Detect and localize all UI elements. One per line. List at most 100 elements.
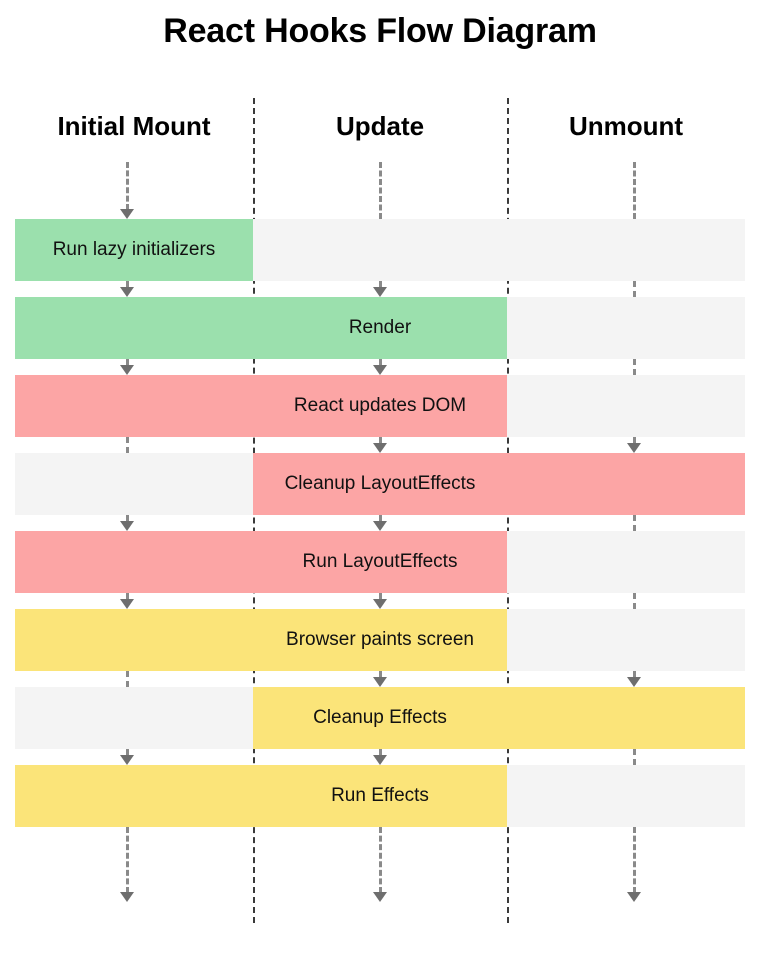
band-row: Browser paints screen bbox=[15, 609, 745, 671]
arrow-head-icon bbox=[120, 287, 134, 297]
band-segment-initial-mount-inactive bbox=[15, 687, 253, 749]
arrow-stem bbox=[633, 671, 636, 678]
band-segment-unmount-inactive bbox=[507, 765, 745, 827]
arrow-stem bbox=[126, 359, 129, 366]
arrow-stem bbox=[126, 437, 129, 453]
arrow-enter-update bbox=[373, 162, 387, 219]
arrow-exit-update bbox=[373, 827, 387, 902]
band-segment-update-active bbox=[253, 297, 507, 359]
arrow-head-icon bbox=[373, 287, 387, 297]
arrow-gap-update-1 bbox=[373, 281, 387, 297]
arrow-gap-unmount-6 bbox=[627, 671, 641, 687]
band-segment-initial-mount-active bbox=[15, 765, 253, 827]
arrow-exit-initial-mount bbox=[120, 827, 134, 902]
band-segment-update-active bbox=[253, 375, 507, 437]
page-title: React Hooks Flow Diagram bbox=[163, 12, 597, 50]
arrow-head-icon bbox=[373, 892, 387, 902]
column-header-unmount: Unmount bbox=[568, 111, 684, 141]
arrow-gap-initial-mount-6 bbox=[120, 671, 134, 687]
arrow-gap-unmount-4 bbox=[627, 515, 641, 531]
band-segment-unmount-active bbox=[507, 453, 745, 515]
arrow-stem bbox=[633, 593, 636, 609]
arrow-gap-initial-mount-3 bbox=[120, 437, 134, 453]
arrow-stem bbox=[633, 359, 636, 375]
arrow-head-icon bbox=[120, 365, 134, 375]
band-row: Render bbox=[15, 297, 745, 359]
arrow-stem bbox=[633, 162, 636, 219]
band-segment-update-active bbox=[253, 453, 507, 515]
arrow-stem bbox=[379, 515, 382, 522]
band-segment-update-active bbox=[253, 609, 507, 671]
arrow-head-icon bbox=[373, 521, 387, 531]
arrow-stem bbox=[379, 593, 382, 600]
arrow-exit-unmount bbox=[627, 827, 641, 902]
arrow-head-icon bbox=[627, 677, 641, 687]
arrow-gap-update-3 bbox=[373, 437, 387, 453]
arrow-head-icon bbox=[120, 521, 134, 531]
arrow-gap-unmount-3 bbox=[627, 437, 641, 453]
arrow-head-icon bbox=[373, 599, 387, 609]
arrow-gap-initial-mount-4 bbox=[120, 515, 134, 531]
arrow-gap-unmount-5 bbox=[627, 593, 641, 609]
arrow-stem bbox=[379, 827, 382, 893]
arrow-stem bbox=[379, 359, 382, 366]
arrow-head-icon bbox=[373, 755, 387, 765]
band-segment-update-active bbox=[253, 531, 507, 593]
arrow-stem bbox=[633, 827, 636, 893]
band-segment-initial-mount-active bbox=[15, 609, 253, 671]
arrow-stem bbox=[126, 671, 129, 687]
band-segment-unmount-inactive bbox=[507, 297, 745, 359]
arrow-gap-update-2 bbox=[373, 359, 387, 375]
arrow-enter-unmount bbox=[627, 162, 641, 219]
arrow-gap-update-4 bbox=[373, 515, 387, 531]
arrow-stem bbox=[126, 827, 129, 893]
arrow-stem bbox=[126, 515, 129, 522]
band-row: Run LayoutEffects bbox=[15, 531, 745, 593]
arrow-stem bbox=[633, 749, 636, 765]
arrow-stem bbox=[126, 749, 129, 756]
band-segment-update-active bbox=[253, 687, 507, 749]
arrow-gap-initial-mount-7 bbox=[120, 749, 134, 765]
arrow-gap-update-5 bbox=[373, 593, 387, 609]
band-row: Cleanup LayoutEffects bbox=[15, 453, 745, 515]
band-segment-unmount-inactive bbox=[507, 531, 745, 593]
arrow-stem bbox=[126, 162, 129, 210]
arrow-gap-unmount-1 bbox=[627, 281, 641, 297]
arrow-head-icon bbox=[373, 443, 387, 453]
arrow-gap-initial-mount-1 bbox=[120, 281, 134, 297]
arrow-stem bbox=[633, 515, 636, 531]
arrow-head-icon bbox=[120, 892, 134, 902]
band-segment-unmount-inactive bbox=[507, 219, 745, 281]
arrow-head-icon bbox=[627, 892, 641, 902]
arrow-stem bbox=[633, 281, 636, 297]
arrow-gap-update-6 bbox=[373, 671, 387, 687]
arrow-enter-initial-mount bbox=[120, 162, 134, 219]
arrow-stem bbox=[126, 281, 129, 288]
arrow-stem bbox=[379, 281, 382, 288]
column-header-initial-mount: Initial Mount bbox=[57, 111, 211, 141]
arrow-stem bbox=[633, 437, 636, 444]
arrow-gap-unmount-7 bbox=[627, 749, 641, 765]
band-segment-unmount-inactive bbox=[507, 375, 745, 437]
arrow-head-icon bbox=[627, 443, 641, 453]
band-segment-initial-mount-active bbox=[15, 219, 253, 281]
band-segment-initial-mount-active bbox=[15, 297, 253, 359]
arrow-stem bbox=[379, 671, 382, 678]
column-header-update: Update bbox=[335, 111, 425, 141]
band-segment-update-inactive bbox=[253, 219, 507, 281]
band-row: React updates DOM bbox=[15, 375, 745, 437]
band-segment-initial-mount-active bbox=[15, 531, 253, 593]
arrow-stem bbox=[379, 162, 382, 219]
band-segment-unmount-active bbox=[507, 687, 745, 749]
arrow-head-icon bbox=[373, 365, 387, 375]
arrow-stem bbox=[126, 593, 129, 600]
arrow-stem bbox=[379, 437, 382, 444]
arrow-head-icon bbox=[373, 677, 387, 687]
arrow-gap-unmount-2 bbox=[627, 359, 641, 375]
arrow-stem bbox=[379, 749, 382, 756]
band-segment-initial-mount-active bbox=[15, 375, 253, 437]
band-segment-update-active bbox=[253, 765, 507, 827]
band-segment-initial-mount-inactive bbox=[15, 453, 253, 515]
band-row: Run Effects bbox=[15, 765, 745, 827]
